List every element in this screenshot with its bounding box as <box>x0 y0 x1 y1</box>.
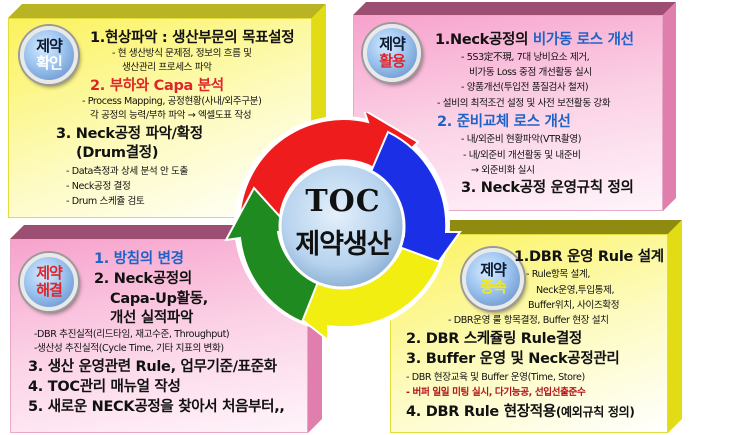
step-2-detail-b: 각 공정의 능력/부하 파악 → 엑셀도표 작성 <box>90 110 252 121</box>
step-1-heading-highlight: 비가동 로스 개선 <box>532 32 634 48</box>
step-3-heading: 3. Neck공정 운영규칙 정의 <box>461 180 634 196</box>
step-3-heading: 3. Buffer 운영 및 Neck공정관리 <box>406 351 620 367</box>
step-2-detail-c: → 외준비화 실시 <box>471 165 535 176</box>
step-2-detail-a: - Process Mapping, 공정현황(사내/외주구분) <box>82 96 262 107</box>
step-2-heading: 2. 준비교체 로스 개선 <box>437 114 571 130</box>
step-1-detail-a: - 현 생산방식 문제점, 정보의 흐름 및 <box>112 48 252 59</box>
step-1-detail-c: - 양품개선(투입전 품질검사 철저) <box>461 82 589 93</box>
badge-line1: 제약 <box>36 264 63 282</box>
step-2-heading-c: 개선 실적파악 <box>110 310 193 326</box>
step-1-detail-a: - Rule항목 설계, <box>526 269 590 280</box>
step-1-heading: 1.Neck공정의 비가동 로스 개선 <box>435 28 634 49</box>
badge-line1: 제약 <box>36 37 63 55</box>
step-1-detail-b: 생산관리 프로세스 파악 <box>122 62 212 73</box>
badge-line1: 제약 <box>379 35 406 53</box>
step-1-detail-c: Buffer위치, 사이즈확정 <box>528 300 620 311</box>
center-title-production: 제약생산 <box>295 229 391 260</box>
badge-line2: 확인 <box>36 54 63 72</box>
step-1-detail-b: Neck운영,투입통제, <box>536 285 615 296</box>
step-2-detail-b: - 내/외준비 개선활동 및 내준비 <box>463 150 581 161</box>
step-1-heading: 1. 방침의 변경 <box>94 251 184 267</box>
step-1-heading: 1.DBR 운영 Rule 설계 <box>514 249 664 265</box>
step-2-heading: 2. 부하와 Capa 분석 <box>90 78 224 94</box>
step-5-heading: 5. 새로운 NECK공정을 찾아서 처음부터,, <box>28 399 285 415</box>
step-1-heading-prefix: 1.Neck공정의 <box>435 32 533 48</box>
exploit-badge: 제약 활용 <box>363 24 421 82</box>
step-1-detail-b: 비가동 Loss 중점 개선활동 실시 <box>469 67 592 78</box>
step-1-detail-d: - DBR운영 룰 항목결정, Buffer 현장 설치 <box>448 315 609 326</box>
step-4-heading-note: (예외규칙 정의) <box>555 405 635 419</box>
cycle-center <box>278 162 406 290</box>
step-2-detail-a: - 내/외준비 현황파악(VTR촬영) <box>461 134 582 145</box>
panel-bevel <box>353 2 676 211</box>
panel-bevel <box>390 220 682 433</box>
step-1-detail-a: - 5S3定不現, 7대 낭비요소 제거, <box>461 52 590 63</box>
step-1-heading: 1.현상파악 : 생산부문의 목표설정 <box>90 30 295 46</box>
step-3-detail-b: - 버퍼 일일 미팅 실시, 다기능공, 선입선출준수 <box>406 387 586 398</box>
step-3-heading: 3. Neck공정 파악/확정 <box>56 126 203 142</box>
step-3-detail-c: - Drum 스케쥴 검토 <box>66 196 145 207</box>
badge-line2: 종속 <box>480 278 507 296</box>
badge-line2: 활용 <box>379 52 406 70</box>
step-1-detail-d: - 설비의 최적조건 설정 및 사전 보전활동 강화 <box>437 98 611 109</box>
cycle-arrows <box>224 107 462 343</box>
step-3-detail-a: - Data측정과 상세 분석 안 도출 <box>66 166 188 177</box>
step-2-detail-a: -DBR 추진실적(리드타임, 재고수준, Throughput) <box>34 329 230 340</box>
toc-cycle-diagram: TOC 제약생산 <box>218 107 468 343</box>
step-4-heading: 4. TOC관리 매뉴얼 작성 <box>28 379 181 395</box>
step-3-detail-a: - DBR 현장교육 및 Buffer 운영(Time, Store) <box>406 372 585 383</box>
step-2-heading: 2. DBR 스케쥴링 Rule결정 <box>406 331 582 347</box>
step-3-detail-b: - Neck공정 결정 <box>66 181 131 192</box>
step-4-heading: 4. DBR Rule 현장적용(예외규칙 정의) <box>406 400 635 421</box>
badge-line2: 해결 <box>36 281 63 299</box>
step-4-heading-main: 4. DBR Rule 현장적용 <box>406 404 556 420</box>
step-2-heading-b: Capa-Up활동, <box>110 291 208 307</box>
center-title-toc: TOC <box>305 184 381 219</box>
step-3-heading-b: (Drum결정) <box>76 145 159 161</box>
step-2-detail-b: -생산성 추진실적(Cycle Time, 기타 지표의 변화) <box>34 343 224 354</box>
identify-badge: 제약 확인 <box>20 26 78 84</box>
elevate-badge: 제약 해결 <box>20 253 78 311</box>
step-2-heading: 2. Neck공정의 <box>94 271 192 287</box>
badge-line1: 제약 <box>480 261 507 279</box>
red-arrow-icon <box>238 107 420 218</box>
subordinate-panel: 제약 종속 1.DBR 운영 Rule 설계 - Rule항목 설계, Neck… <box>390 220 682 433</box>
step-3-heading: 3. 생산 운영관련 Rule, 업무기준/표준화 <box>28 359 277 375</box>
subordinate-badge: 제약 종속 <box>462 248 524 310</box>
